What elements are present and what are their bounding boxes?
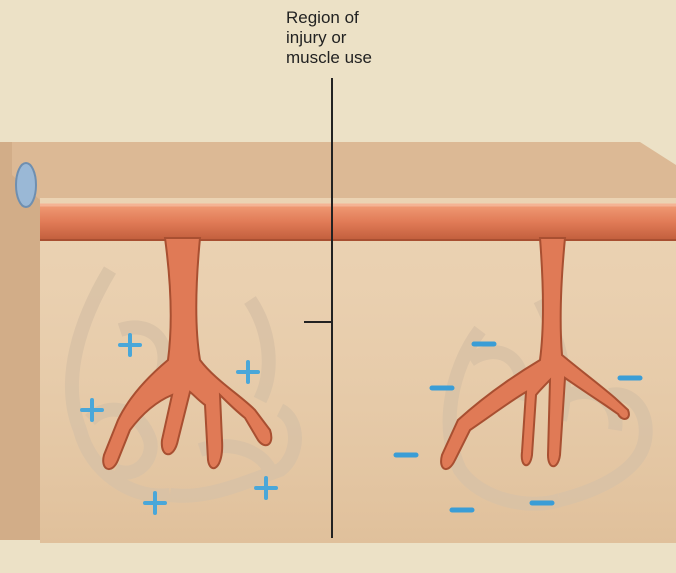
vessel-opening (16, 163, 36, 207)
region-label-line-1: Region of (286, 8, 372, 28)
region-label-line-2: injury or (286, 28, 372, 48)
region-label-line-3: muscle use (286, 48, 372, 68)
region-label: Region of injury or muscle use (286, 8, 372, 68)
tissue-top-face (12, 142, 676, 200)
tissue-block (0, 142, 676, 543)
main-vessel (40, 205, 676, 240)
